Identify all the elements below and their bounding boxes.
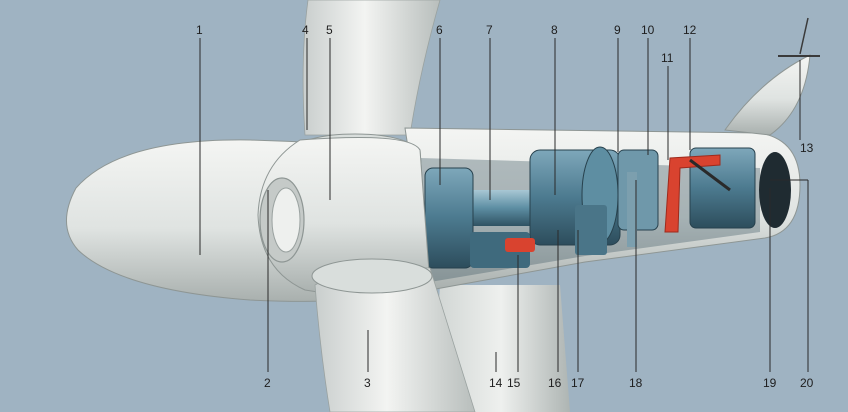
cooler-fin xyxy=(724,54,811,136)
callout-10: 10 xyxy=(641,23,655,37)
callout-3: 3 xyxy=(364,376,371,390)
callout-20: 20 xyxy=(800,376,814,390)
callout-15: 15 xyxy=(507,376,521,390)
hub-front-inner xyxy=(271,187,301,253)
callout-18: 18 xyxy=(629,376,643,390)
brake-disk xyxy=(505,238,535,252)
rotor-lock xyxy=(424,167,474,269)
callout-4: 4 xyxy=(302,23,309,37)
callout-5: 5 xyxy=(326,23,333,37)
callout-13: 13 xyxy=(800,141,814,155)
rear-opening xyxy=(759,152,791,228)
crane-arm xyxy=(689,158,731,192)
callout-6: 6 xyxy=(436,23,443,37)
callout-2: 2 xyxy=(264,376,271,390)
blade-upper xyxy=(302,0,441,136)
callout-7: 7 xyxy=(486,23,493,37)
callout-1: 1 xyxy=(196,23,203,37)
blade-bearing-bottom xyxy=(311,258,433,294)
yaw-ring xyxy=(575,205,607,255)
callout-9: 9 xyxy=(614,23,621,37)
callout-labels: 1 2 3 4 5 6 7 8 9 10 11 12 13 14 15 16 1… xyxy=(196,23,814,390)
wind-vane-mast xyxy=(799,17,809,55)
tower-mount-pillar xyxy=(627,172,637,247)
generator xyxy=(689,147,756,229)
callout-14: 14 xyxy=(489,376,503,390)
tower xyxy=(432,285,570,412)
service-crane xyxy=(664,154,721,233)
callout-19: 19 xyxy=(763,376,777,390)
callout-11: 11 xyxy=(661,51,674,65)
callout-16: 16 xyxy=(548,376,562,390)
coupling xyxy=(617,149,659,231)
leader-lines xyxy=(199,38,809,372)
callout-12: 12 xyxy=(683,23,697,37)
callout-8: 8 xyxy=(551,23,558,37)
callout-17: 17 xyxy=(571,376,585,390)
